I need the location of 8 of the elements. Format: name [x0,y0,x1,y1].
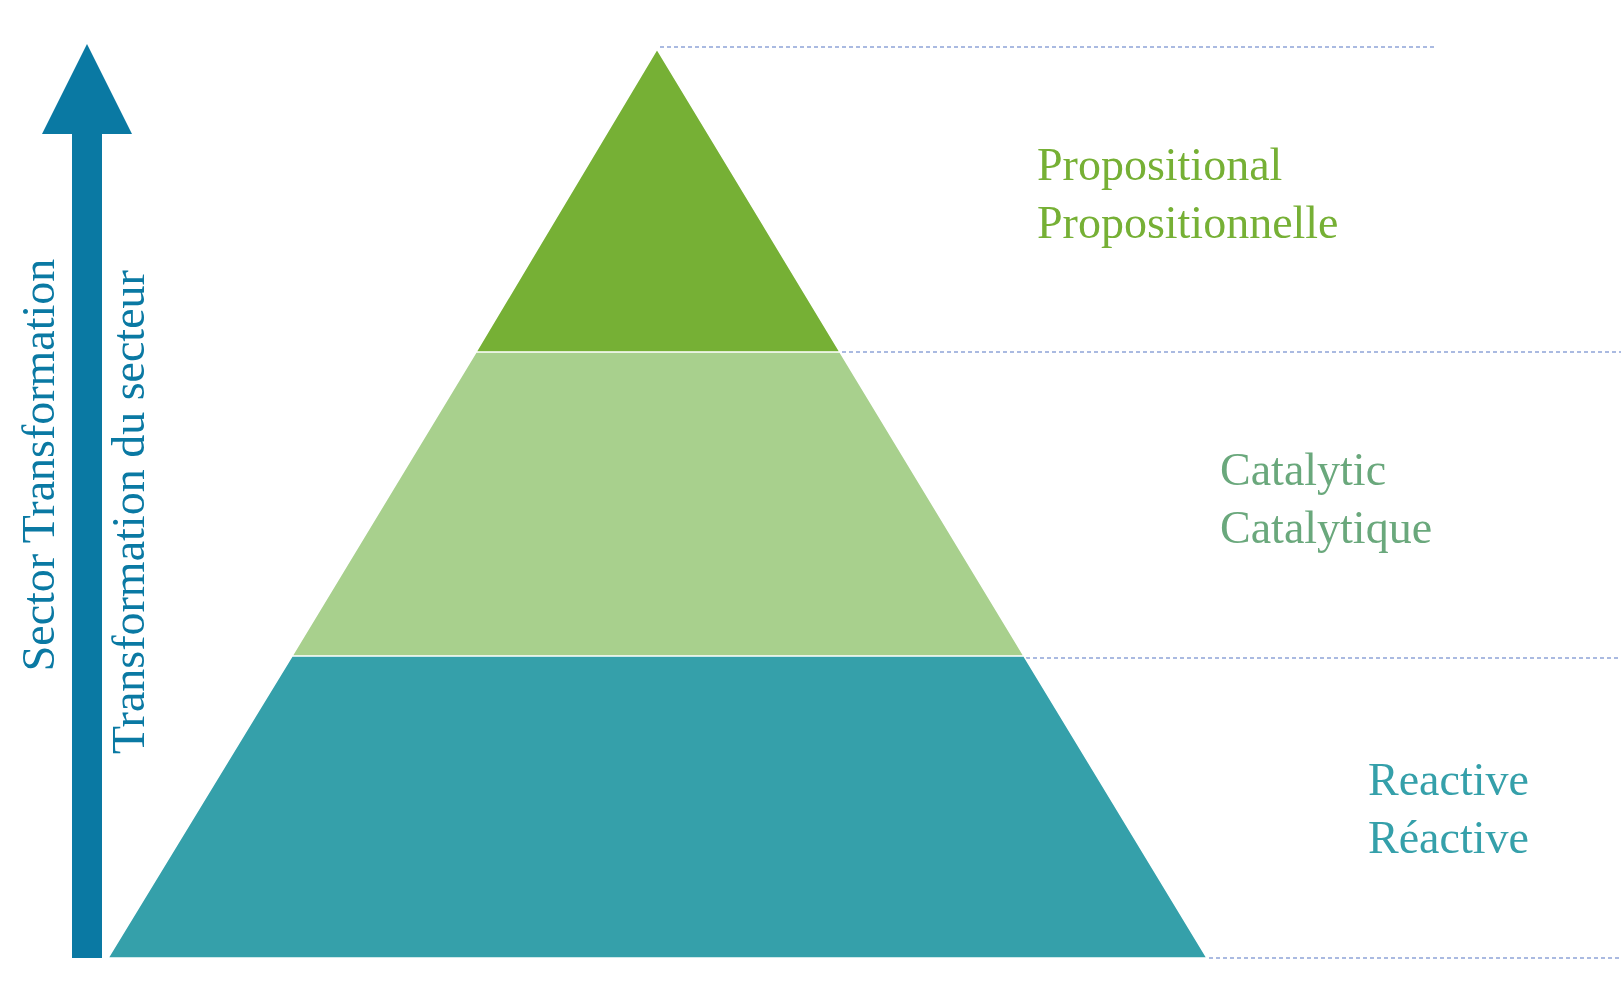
tier-label: Catalytic [1220,443,1387,497]
tier-label: Catalytique [1220,501,1433,555]
tier-label: Propositional [1037,138,1283,192]
tier-label: Propositionnelle [1037,196,1339,250]
tier-label: Réactive [1368,811,1529,865]
axis-label: Transformation du secteur [102,270,155,754]
tier-label: Reactive [1368,753,1529,807]
axis-label: Sector Transformation [12,258,65,672]
